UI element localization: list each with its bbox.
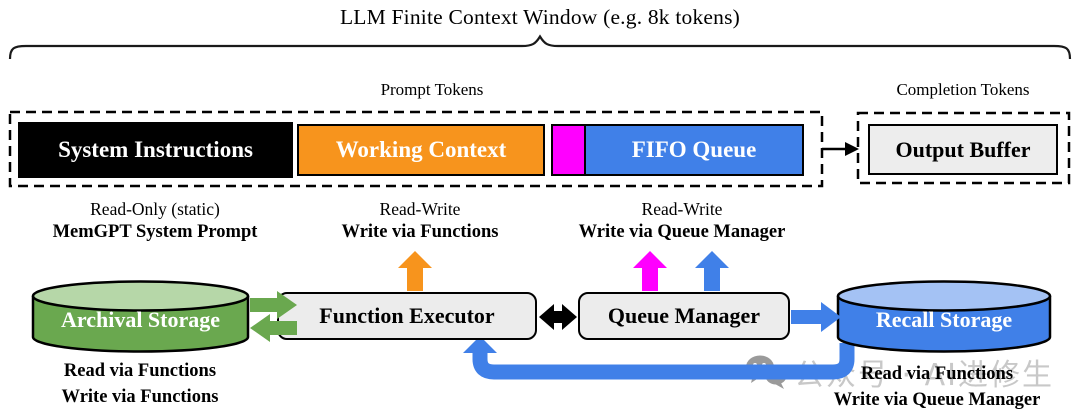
system-instructions-block: System Instructions — [18, 122, 293, 178]
annotation-line: MemGPT System Prompt — [52, 222, 258, 242]
function-executor-label: Function Executor — [319, 303, 495, 328]
recall-storage-label: Recall Storage — [875, 307, 1013, 332]
working-context-block: Working Context — [297, 124, 545, 176]
completion-tokens-dashed-frame — [856, 111, 1071, 185]
annotation-line: Read-Only (static) — [90, 199, 220, 219]
system-instructions-label: System Instructions — [58, 137, 253, 162]
annotation-line: Write via Functions — [341, 222, 499, 242]
working-context-annotation: Read-Write Write via Functions — [290, 198, 550, 244]
note-line: Write via Functions — [61, 387, 219, 407]
watermark-text: 公众号 · AI进修生 — [794, 358, 1054, 393]
archival-storage-label: Archival Storage — [60, 307, 221, 332]
note-line: Read via Functions — [63, 361, 217, 381]
queue-manager-to-fifo-magenta-arrow — [633, 251, 667, 291]
fifo-queue-blue-segment: FIFO Queue — [586, 126, 802, 174]
archival-storage-cylinder-top — [31, 280, 250, 312]
prompt-tokens-label: Prompt Tokens — [380, 80, 484, 99]
context-to-output-arrowhead — [845, 142, 859, 156]
system-instructions-annotation: Read-Only (static) MemGPT System Prompt — [25, 198, 285, 244]
fifo-queue-label: FIFO Queue — [631, 137, 757, 162]
output-buffer-block: Output Buffer — [868, 124, 1058, 175]
archival-to-executor-arrow — [250, 291, 297, 319]
queue-manager-label: Queue Manager — [607, 303, 761, 328]
executor-to-working-context-arrow — [398, 251, 432, 291]
recall-storage-cylinder-body — [836, 296, 1052, 353]
watermark: 公众号 · AI进修生 — [745, 350, 1054, 394]
prompt-tokens-dashed-frame — [8, 110, 824, 188]
fifo-queue-block: FIFO Queue — [551, 124, 804, 176]
annotation-line: Write via Queue Manager — [578, 222, 786, 242]
queue-manager-to-recall-arrow — [791, 302, 841, 332]
completion-tokens-label: Completion Tokens — [896, 80, 1030, 99]
recall-storage-cylinder-top — [836, 280, 1052, 312]
function-executor-box: Function Executor — [277, 292, 537, 340]
working-context-label: Working Context — [335, 137, 507, 162]
executor-queue-manager-double-arrow — [539, 304, 577, 330]
fifo-queue-magenta-segment — [553, 126, 586, 174]
queue-manager-box: Queue Manager — [578, 292, 790, 340]
archival-storage-notes: Read via Functions Write via Functions — [15, 358, 265, 410]
queue-manager-to-fifo-blue-arrow — [695, 251, 729, 291]
recall-to-executor-arrowhead — [463, 336, 497, 353]
archival-storage-cylinder-body — [31, 296, 250, 353]
fifo-queue-annotation: Read-Write Write via Queue Manager — [552, 198, 812, 244]
output-buffer-label: Output Buffer — [895, 136, 1031, 162]
context-window-brace — [8, 34, 1072, 60]
annotation-line: Read-Write — [379, 199, 461, 219]
annotation-line: Read-Write — [641, 199, 723, 219]
executor-to-archival-arrow — [250, 314, 297, 342]
wechat-icon — [746, 355, 787, 389]
diagram-title: LLM Finite Context Window (e.g. 8k token… — [339, 5, 741, 29]
